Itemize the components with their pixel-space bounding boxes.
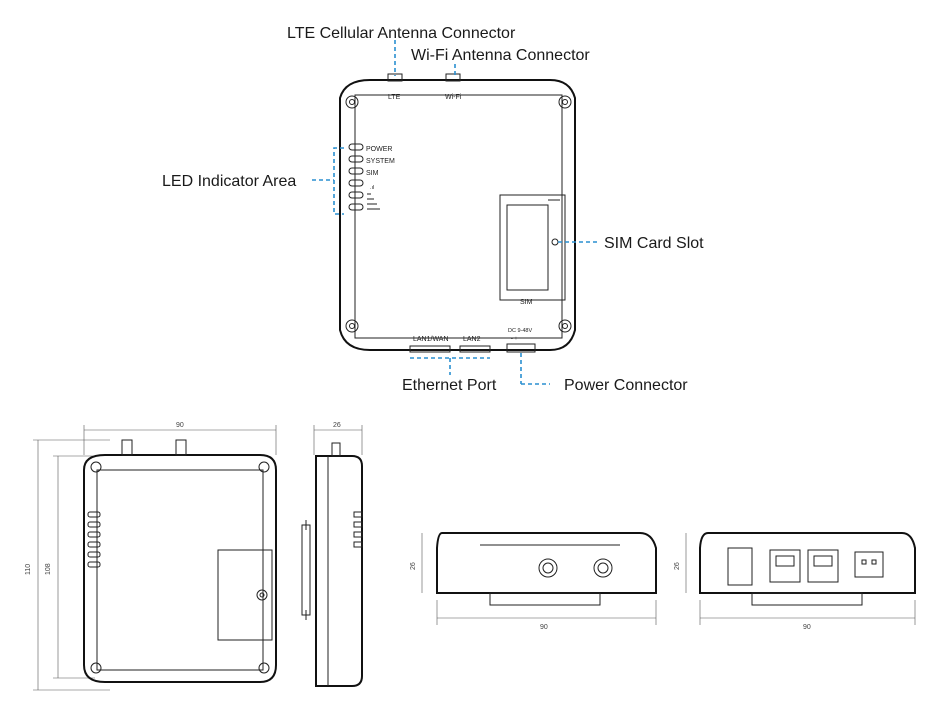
ethernet-callout: Ethernet Port	[402, 377, 497, 394]
sim-card-slot	[499, 194, 566, 301]
lan2-label: LAN2	[463, 336, 481, 343]
signal-strength-icon: .ıl	[367, 185, 380, 210]
back-view-drawing: 26 90	[674, 532, 916, 631]
side-depth-dim: 26	[333, 422, 341, 429]
wifi-antenna-callout: Wi-Fi Antenna Connector	[411, 47, 590, 64]
sim-led-label: SIM	[366, 170, 379, 177]
sim-slot-label: SIM	[520, 299, 533, 306]
back-width-dim: 90	[803, 624, 811, 631]
front-width-dim: 90	[176, 422, 184, 429]
system-led-label: SYSTEM	[366, 158, 395, 165]
power-led-label: POWER	[366, 146, 392, 153]
led-indicators	[348, 143, 364, 211]
bottom-width-dim: 90	[540, 624, 548, 631]
wifi-port-label: Wi-Fi	[445, 94, 462, 101]
svg-text:.ıl: .ıl	[370, 185, 374, 191]
lan1-label: LAN1/WAN	[413, 336, 449, 343]
side-view-drawing: 26	[301, 422, 363, 687]
power-connector-icon	[854, 551, 884, 578]
device-top-view: .ıl LTE Wi-Fi POWER SYSTEM SIM SIM LAN1/…	[339, 73, 576, 353]
lte-antenna-callout: LTE Cellular Antenna Connector	[287, 25, 516, 42]
callout-leaders	[312, 40, 598, 385]
lte-port-label: LTE	[388, 94, 401, 101]
sim-slot-callout: SIM Card Slot	[604, 235, 704, 252]
led-area-callout: LED Indicator Area	[162, 173, 296, 190]
front-view-drawing: 90 110 108	[25, 422, 277, 691]
bottom-height-dim: 26	[410, 562, 417, 570]
back-height-dim: 26	[674, 562, 681, 570]
bottom-view-drawing: 26 90	[410, 532, 657, 631]
dc-label: DC 9-48V	[508, 328, 532, 334]
ethernet-port-icons	[769, 549, 839, 583]
power-callout: Power Connector	[564, 377, 688, 394]
front-height-outer-dim: 110	[25, 564, 32, 575]
front-height-inner-dim: 108	[45, 563, 52, 575]
dc-polarity-label: - +	[511, 336, 518, 342]
